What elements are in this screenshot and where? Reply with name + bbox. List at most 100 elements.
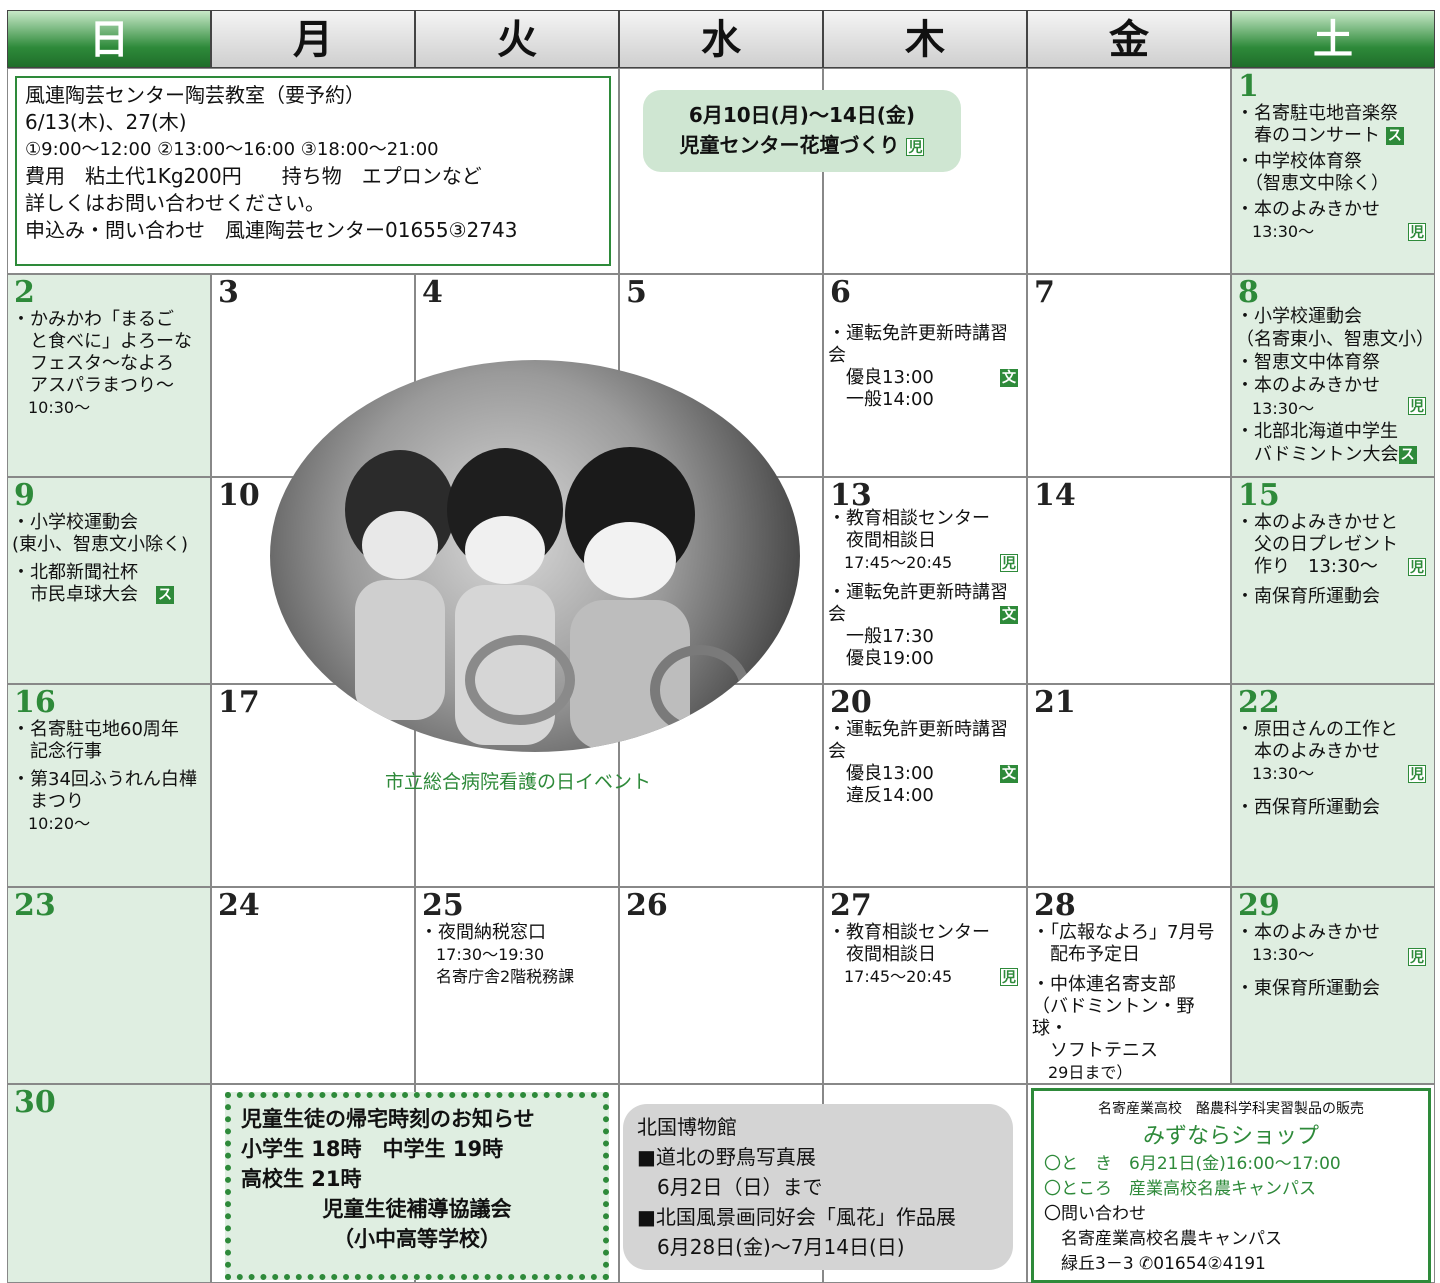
day-number: 13 <box>830 478 872 513</box>
flower-bed-title: 児童センター花壇づくり <box>679 133 900 157</box>
bunka-badge-icon: 文 <box>1000 606 1018 624</box>
shop-contact: 名寄産業高校名農キャンパス <box>1044 1229 1282 1249</box>
day-number: 1 <box>1238 69 1259 104</box>
day-cell-21: 21 <box>1027 684 1231 887</box>
day-cell-7: 7 <box>1027 274 1231 477</box>
shop-place: 〇ところ 産業高校名農キャンパス <box>1044 1179 1316 1199</box>
event-item: ・東保育所運動会 <box>1236 978 1380 999</box>
flower-bed-event: 6月10日(月)～14日(金) 児童センター花壇づくり 児 <box>643 90 961 172</box>
day-cell-15: 15 ・本のよみきかせと 父の日プレゼント 作り 13:30～児 ・南保育所運動… <box>1231 477 1435 684</box>
day-cell-22: 22 ・原田さんの工作と 本のよみきかせ 13:30～児 ・西保育所運動会 <box>1231 684 1435 887</box>
day-cell-30: 30 <box>7 1084 211 1283</box>
day-cell-28: 28 ・「広報なよろ」7月号 配布予定日 ・中体連名寄支部（バドミントン・野球・… <box>1027 887 1231 1084</box>
event-item: ・中学校体育祭 （智恵文中除く） <box>1236 151 1389 194</box>
pottery-fee: 費用 粘土代1Kg200円 持ち物 エプロンなど <box>25 164 482 188</box>
museum-exhibit: ■道北の野鳥写真展 <box>637 1145 816 1169</box>
photo-caption: 市立総合病院看護の日イベント <box>385 771 652 793</box>
day-number: 6 <box>830 275 851 310</box>
museum-exhibit-date: 6月2日（日）まで <box>637 1175 823 1199</box>
day-cell-9: 9 ・小学校運動会(東小、智恵文小除く) ・北都新聞社杯 市民卓球大会 ス <box>7 477 211 684</box>
jido-badge-icon: 児 <box>1408 397 1426 415</box>
pottery-class-notice: 風連陶芸センター陶芸教室（要予約） 6/13(木)、27(木) ①9:00～12… <box>15 76 611 266</box>
day-number: 3 <box>218 275 239 310</box>
pottery-title: 風連陶芸センター陶芸教室（要予約） <box>25 83 365 107</box>
day-number: 7 <box>1034 275 1055 310</box>
day-number: 23 <box>14 888 56 923</box>
header-sunday: 日 <box>7 10 211 68</box>
jido-badge-icon: 児 <box>1408 223 1426 241</box>
header-wednesday: 水 <box>619 10 823 68</box>
curfew-notice: 児童生徒の帰宅時刻のお知らせ 小学生 18時 中学生 19時 高校生 21時 児… <box>225 1092 609 1280</box>
event-item: ・北都新聞社杯 市民卓球大会 ス <box>12 562 174 605</box>
curfew-title: 児童生徒の帰宅時刻のお知らせ <box>241 1107 535 1131</box>
event-item: ・本のよみきかせと 父の日プレゼント 作り 13:30～児 <box>1236 512 1426 577</box>
day-number: 22 <box>1238 685 1280 720</box>
museum-exhibit-date: 6月28日(金)～7月14日(日) <box>637 1235 905 1259</box>
shop-title: みずならショップ <box>1142 1124 1319 1149</box>
day-cell-1: 1 ・名寄駐屯地音楽祭 春のコンサート ス ・中学校体育祭 （智恵文中除く） ・… <box>1231 68 1435 274</box>
shop-contact-label: 〇問い合わせ <box>1044 1204 1146 1224</box>
sport-badge-icon: ス <box>1398 446 1417 464</box>
curfew-times: 小学生 18時 中学生 19時 <box>241 1137 504 1161</box>
day-number: 17 <box>218 685 260 720</box>
day-cell <box>1027 68 1231 274</box>
day-number: 9 <box>14 478 35 513</box>
top-strip <box>0 0 1440 10</box>
day-number: 16 <box>14 685 56 720</box>
header-monday: 月 <box>211 10 415 68</box>
day-number: 28 <box>1034 888 1076 923</box>
header-saturday: 土 <box>1231 10 1435 68</box>
day-number: 2 <box>14 275 35 310</box>
curfew-times: 高校生 21時 <box>241 1167 362 1191</box>
day-cell-29: 29 ・本のよみきかせ 13:30～児 ・東保育所運動会 <box>1231 887 1435 1084</box>
jido-badge-icon: 児 <box>906 137 925 156</box>
day-cell-16: 16 ・名寄駐屯地60周年 記念行事 ・第34回ふうれん白樺 まつり 10:20… <box>7 684 211 887</box>
event-item: ・名寄駐屯地音楽祭 春のコンサート ス <box>1236 103 1404 146</box>
sport-badge-icon: ス <box>1385 127 1404 145</box>
day-number: 21 <box>1034 685 1076 720</box>
bunka-badge-icon: 文 <box>1000 369 1018 387</box>
day-number: 29 <box>1238 888 1280 923</box>
event-item: ・本のよみきかせ 13:30～児 <box>1236 199 1426 241</box>
day-number: 30 <box>14 1085 56 1120</box>
day-number: 5 <box>626 275 647 310</box>
pottery-contact: 申込み・問い合わせ 風連陶芸センター01655③2743 <box>25 218 518 242</box>
event-item: ・かみかわ「まるご と食べに」よろーな フェスタ～なよろ アスパラまつり～ 10… <box>12 309 192 417</box>
header-friday: 金 <box>1027 10 1231 68</box>
day-number: 14 <box>1034 478 1076 513</box>
day-cell-25: 25 ・夜間納税窓口 17:30～19:30 名寄庁舎2階税務課 <box>415 887 619 1084</box>
day-number: 10 <box>218 478 260 513</box>
day-number: 27 <box>830 888 872 923</box>
day-number: 4 <box>422 275 443 310</box>
jido-badge-icon: 児 <box>1408 948 1426 966</box>
pottery-dates: 6/13(木)、27(木) <box>25 110 187 134</box>
pottery-times: ①9:00～12:00 ②13:00～16:00 ③18:00～21:00 <box>25 139 439 160</box>
day-number: 24 <box>218 888 260 923</box>
day-cell-8: 8 ・小学校運動会（名寄東小、智恵文小）・智恵文中体育祭・本のよみきかせ 13:… <box>1231 274 1435 477</box>
day-cell-17: 17 <box>211 684 415 887</box>
pottery-info: 詳しくはお問い合わせください。 <box>25 191 325 215</box>
event-item: ・南保育所運動会 <box>1236 586 1380 607</box>
sport-badge-icon: ス <box>156 586 174 604</box>
day-number: 8 <box>1238 275 1259 310</box>
jido-badge-icon: 児 <box>1000 554 1018 572</box>
event-item: ・小学校運動会(東小、智恵文小除く) <box>12 512 189 555</box>
day-number: 15 <box>1238 478 1280 513</box>
day-cell-26: 26 <box>619 887 823 1084</box>
curfew-org: 児童生徒補導協議会 <box>322 1197 512 1221</box>
header-thursday: 木 <box>823 10 1027 68</box>
museum-title: 北国博物館 <box>637 1115 737 1139</box>
event-item: ・小学校運動会（名寄東小、智恵文小）・智恵文中体育祭・本のよみきかせ 13:30… <box>1236 306 1434 465</box>
day-cell-23: 23 <box>7 887 211 1084</box>
jido-badge-icon: 児 <box>1408 765 1426 783</box>
event-item: ・「広報なよろ」7月号 配布予定日 <box>1032 922 1215 965</box>
curfew-org: （小中高等学校） <box>333 1227 501 1251</box>
event-item: ・夜間納税窓口 17:30～19:30 名寄庁舎2階税務課 <box>420 922 575 986</box>
